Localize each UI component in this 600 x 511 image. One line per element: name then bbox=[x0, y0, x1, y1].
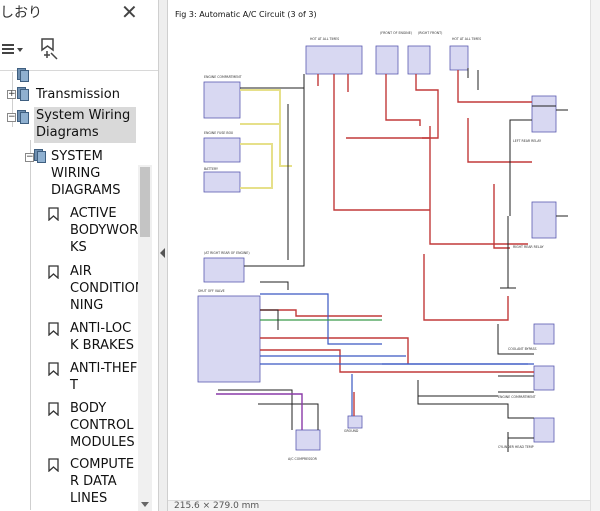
diagram-labels: HOT AT ALL TIMES (FRONT OF ENGINE) (RIGH… bbox=[198, 31, 544, 461]
scroll-down-icon[interactable] bbox=[141, 502, 149, 507]
bookmark-air-conditioning[interactable]: AIR CONDITIONI NING bbox=[70, 264, 149, 313]
panel-separator bbox=[0, 70, 158, 71]
svg-text:(RIGHT FRONT): (RIGHT FRONT) bbox=[418, 31, 442, 35]
svg-text:BATTERY: BATTERY bbox=[204, 167, 218, 171]
new-bookmark-icon[interactable] bbox=[36, 36, 62, 62]
panel-toolbar bbox=[0, 34, 158, 68]
svg-text:HOT AT ALL TIMES: HOT AT ALL TIMES bbox=[452, 37, 481, 41]
bookmark-icon bbox=[48, 321, 59, 337]
svg-text:(AT RIGHT REAR OF ENGINE): (AT RIGHT REAR OF ENGINE) bbox=[204, 251, 250, 255]
bookmark-anti-theft[interactable]: ANTI-THEF T bbox=[70, 361, 138, 393]
page-size-readout: 215.6 × 279.0 mm bbox=[174, 501, 260, 511]
options-menu-icon[interactable] bbox=[0, 38, 26, 60]
bookmark-icon bbox=[48, 206, 59, 222]
bookmark-icon bbox=[48, 264, 59, 280]
bookmark-active-bodyworks[interactable]: ACTIVE BODYWOR KS bbox=[70, 206, 139, 255]
relay-component bbox=[197, 45, 557, 451]
blue-wires bbox=[260, 293, 534, 416]
svg-text:HOT AT ALL TIMES: HOT AT ALL TIMES bbox=[310, 37, 339, 41]
expand-toggle[interactable]: + bbox=[7, 89, 16, 99]
status-bar: 215.6 × 279.0 mm bbox=[168, 500, 600, 511]
panel-header: しおり ✕ bbox=[0, 0, 158, 26]
document-icon bbox=[34, 149, 46, 163]
svg-text:CYLINDER HEAD TEMP: CYLINDER HEAD TEMP bbox=[498, 445, 534, 449]
svg-text:ENGINE COMPARTMENT: ENGINE COMPARTMENT bbox=[204, 75, 242, 79]
svg-text:A/C COMPRESSOR: A/C COMPRESSOR bbox=[288, 457, 318, 461]
tree-item-system-wiring-diagrams-upper[interactable]: SYSTEM WIRING DIAGRAMS bbox=[51, 149, 121, 198]
svg-text:GROUND: GROUND bbox=[344, 429, 359, 433]
document-icon bbox=[17, 68, 29, 82]
yellow-wires bbox=[240, 89, 292, 189]
bookmarks-panel: しおり ✕ + Transmission − System Wiring bbox=[0, 0, 158, 511]
black-wires bbox=[218, 68, 568, 452]
document-icon bbox=[17, 87, 29, 101]
wiring-diagram: HOT AT ALL TIMES (FRONT OF ENGINE) (RIGH… bbox=[197, 31, 568, 461]
bookmarks-scrollbar[interactable] bbox=[138, 165, 152, 511]
svg-text:COOLANT BYPASS: COOLANT BYPASS bbox=[508, 347, 537, 351]
tree-item-system-wiring-diagrams[interactable]: System Wiring Diagrams bbox=[36, 108, 131, 140]
bookmark-icon bbox=[48, 361, 59, 377]
document-scrollbar[interactable] bbox=[590, 0, 600, 511]
scrollbar-thumb[interactable] bbox=[140, 167, 150, 237]
tree-guide bbox=[30, 140, 31, 510]
svg-text:ENGINE FUSE BOX: ENGINE FUSE BOX bbox=[204, 131, 234, 135]
panel-title: しおり bbox=[0, 5, 42, 21]
bookmark-computer-data-lines[interactable]: COMPUTE R DATA LINES bbox=[70, 457, 135, 506]
bookmark-body-control-modules[interactable]: BODY CONTROL MODULES bbox=[70, 401, 135, 450]
document-view[interactable]: Fig 3: Automatic A/C Circuit (3 of 3) bbox=[168, 0, 600, 511]
tree-guide bbox=[12, 72, 13, 127]
collapse-toggle[interactable]: − bbox=[7, 112, 16, 122]
selection-highlight bbox=[34, 107, 136, 143]
svg-text:ENGINE COMPARTMENT: ENGINE COMPARTMENT bbox=[498, 395, 536, 399]
svg-text:RIGHT REAR RELAY: RIGHT REAR RELAY bbox=[513, 245, 544, 249]
svg-text:LEFT REAR RELAY: LEFT REAR RELAY bbox=[513, 139, 541, 143]
bookmark-icon bbox=[48, 401, 59, 417]
collapse-toggle[interactable]: − bbox=[25, 152, 34, 162]
collapse-panel-icon[interactable] bbox=[160, 248, 165, 258]
tree-item-transmission[interactable]: Transmission bbox=[36, 87, 120, 102]
svg-text:SHUT OFF VALVE: SHUT OFF VALVE bbox=[198, 289, 225, 293]
bookmark-anti-lock-brakes[interactable]: ANTI-LOC K BRAKES bbox=[70, 321, 134, 353]
document-icon bbox=[17, 110, 29, 124]
figure-title: Fig 3: Automatic A/C Circuit (3 of 3) bbox=[175, 10, 317, 19]
violet-wires bbox=[216, 393, 303, 430]
svg-text:(FRONT OF ENGINE): (FRONT OF ENGINE) bbox=[380, 31, 412, 35]
close-icon[interactable]: ✕ bbox=[121, 0, 138, 24]
bookmark-icon bbox=[48, 457, 59, 473]
